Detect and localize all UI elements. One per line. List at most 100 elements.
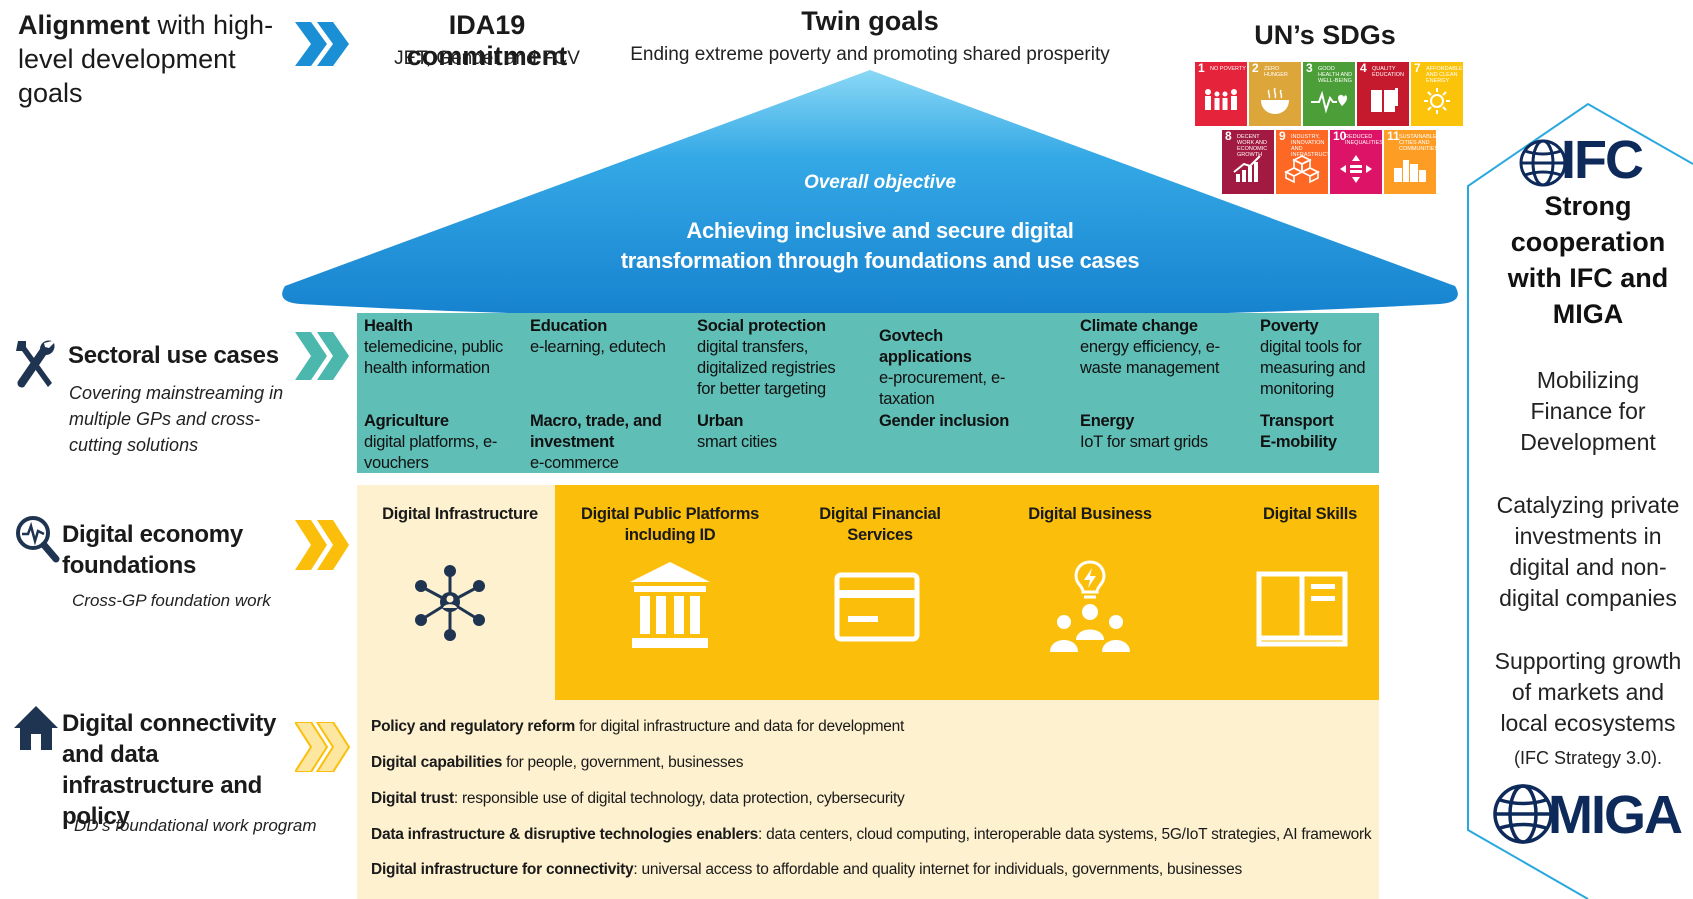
policy-text: : data centers, cloud computing, interop…	[758, 826, 1372, 843]
sector-text: smart cities	[697, 433, 777, 451]
sector-title: Macro, trade, and investment	[530, 412, 662, 451]
sdg-label: DECENT WORK AND ECONOMIC GROWTH	[1237, 134, 1268, 158]
sector-text: digital transfers, digitalized registrie…	[697, 338, 836, 398]
policy-bold: Digital capabilities	[371, 754, 503, 771]
roof-shape	[282, 70, 1458, 317]
sector-cell-urban: Urban smart cities	[697, 411, 837, 453]
sdg-tile-1: 1 NO POVERTY	[1195, 62, 1247, 126]
sector-title: Transport	[1260, 412, 1334, 430]
sdg-number: 7	[1414, 62, 1421, 75]
twin-goals-subtitle: Ending extreme poverty and promoting sha…	[630, 44, 1110, 65]
sector-title: Education	[530, 317, 608, 335]
sector-cell-transport: Transport E-mobility	[1260, 411, 1370, 453]
sector-title: Poverty	[1260, 317, 1319, 335]
sectoral-title: Sectoral use cases	[68, 342, 279, 369]
sdg-number: 4	[1360, 62, 1367, 75]
sdg-number: 1	[1198, 62, 1205, 75]
sun-icon	[1424, 88, 1450, 114]
digital-economy-title: Digital economy foundations	[62, 521, 243, 579]
tools-icon	[16, 340, 55, 388]
policy-bold: Data infrastructure & disruptive technol…	[371, 826, 759, 843]
foundation-label-infrastructure: Digital Infrastructure	[382, 505, 538, 523]
sector-title: Govtech applications	[879, 327, 972, 366]
equality-icon	[1340, 155, 1372, 183]
right-item-supporting-main: Supporting growth of markets and local e…	[1494, 648, 1682, 736]
chevron-blue-icon	[295, 22, 349, 66]
sector-title: Social protection	[697, 317, 826, 335]
right-item-supporting: Supporting growth of markets and local e…	[1490, 646, 1686, 774]
policy-line-data-infrastructure: Data infrastructure & disruptive technol…	[371, 826, 1372, 844]
sdg-tile-11: 11 SUSTAINABLE CITIES AND COMMUNITIES	[1384, 130, 1436, 194]
sdg-label: QUALITY EDUCATION	[1372, 66, 1404, 78]
sector-cell-macro-trade: Macro, trade, and investment e-commerce	[530, 411, 670, 474]
right-item-mobilizing: Mobilizing Finance for Development	[1520, 367, 1656, 455]
sectoral-use-cases-panel	[357, 313, 1379, 473]
sector-text: E-mobility	[1260, 433, 1337, 451]
sector-text: energy efficiency, e-waste management	[1080, 338, 1220, 377]
alignment-label-bold: Alignment	[18, 10, 150, 40]
sector-cell-poverty: Poverty digital tools for measuring and …	[1260, 316, 1370, 400]
sector-text: digital tools for measuring and monitori…	[1260, 338, 1366, 398]
team-idea-icon	[1050, 560, 1130, 652]
sector-cell-energy: Energy IoT for smart grids	[1080, 411, 1220, 453]
book-icon	[1371, 88, 1398, 112]
sectoral-subtitle: Covering mainstreaming in multiple GPs a…	[69, 383, 284, 455]
sector-text: digital platforms, e-vouchers	[364, 433, 498, 472]
sector-text: e-procurement, e-taxation	[879, 369, 1006, 408]
sector-cell-education: Education e-learning, edutech	[530, 316, 680, 358]
cubes-icon	[1284, 155, 1320, 184]
policy-line-regulatory: Policy and regulatory reform for digital…	[371, 718, 904, 736]
sector-title: Climate change	[1080, 317, 1198, 335]
sdg-tile-10: 10 REDUCED INEQUALITIES	[1330, 130, 1382, 194]
sector-title: Health	[364, 317, 413, 335]
policy-line-connectivity: Digital infrastructure for connectivity:…	[371, 861, 1242, 879]
policy-text: for people, government, businesses	[502, 754, 744, 771]
globe-icon	[1493, 784, 1553, 844]
sector-text: e-learning, edutech	[530, 338, 666, 356]
alignment-label-line2: level development goals	[18, 44, 236, 108]
sdg-tile-2: 2 ZERO HUNGER	[1249, 62, 1301, 126]
sdg-tile-4: 4 QUALITY EDUCATION	[1357, 62, 1409, 126]
sdg-label: INDUSTRY, INNOVATION AND INFRASTRUCTURE	[1291, 134, 1328, 158]
heartbeat-icon	[1311, 90, 1347, 114]
policy-panel	[357, 700, 1379, 899]
sdg-tile-8: 8 DECENT WORK AND ECONOMIC GROWTH	[1222, 130, 1274, 194]
ifc-logo-text: IFC	[1561, 130, 1644, 190]
policy-text: : responsible use of digital technology,…	[453, 790, 905, 807]
foundation-label-skills: Digital Skills	[1263, 505, 1357, 523]
alignment-label: Alignment with high- level development g…	[18, 8, 298, 110]
right-item-catalyzing: Catalyzing private investments in digita…	[1496, 492, 1680, 611]
sector-cell-climate-change: Climate change energy efficiency, e-wast…	[1080, 316, 1220, 379]
sdg-label: REDUCED INEQUALITIES	[1345, 134, 1382, 146]
cooperation-heading: Strong cooperation with IFC and MIGA	[1507, 191, 1669, 329]
sdg-label: ZERO HUNGER	[1264, 66, 1288, 78]
sdg-label: SUSTAINABLE CITIES AND COMMUNITIES	[1399, 134, 1436, 152]
sector-cell-agriculture: Agriculture digital platforms, e-voucher…	[364, 411, 504, 474]
miga-logo-text: MIGA	[1548, 785, 1683, 845]
overall-objective-label: Overall objective	[803, 172, 957, 193]
policy-bold: Digital infrastructure for connectivity	[371, 861, 634, 878]
sector-text: telemedicine, public health information	[364, 338, 503, 377]
sdg-number: 10	[1333, 130, 1347, 143]
foundation-label-financial-services: Digital Financial Services	[819, 505, 941, 544]
sector-title: Gender inclusion	[879, 412, 1009, 430]
twin-goals-title: Twin goals	[801, 6, 939, 36]
policy-text: : universal access to affordable and qua…	[633, 861, 1243, 878]
sdg-number: 9	[1279, 130, 1286, 143]
sdg-number: 11	[1387, 130, 1400, 143]
sector-title: Agriculture	[364, 412, 449, 430]
network-icon	[415, 565, 485, 641]
open-book-icon	[1256, 571, 1348, 647]
sector-cell-govtech: Govtech applications e-procurement, e-ta…	[879, 326, 1029, 410]
sector-text: IoT for smart grids	[1080, 433, 1208, 451]
foundations-panel	[555, 485, 1379, 700]
government-building-icon	[630, 562, 710, 648]
chevron-yellow-icon	[295, 520, 349, 570]
foundation-infrastructure-panel	[357, 485, 555, 700]
right-hexagon-frame	[1467, 102, 1693, 899]
magnifier-heartbeat-icon	[16, 516, 60, 563]
policy-text: for digital infrastructure and data for …	[575, 718, 905, 735]
foundation-label-public-platforms: Digital Public Platforms including ID	[581, 505, 759, 544]
connectivity-title: Digital connectivity and data infrastruc…	[62, 710, 277, 830]
policy-line-trust: Digital trust: responsible use of digita…	[371, 790, 905, 808]
